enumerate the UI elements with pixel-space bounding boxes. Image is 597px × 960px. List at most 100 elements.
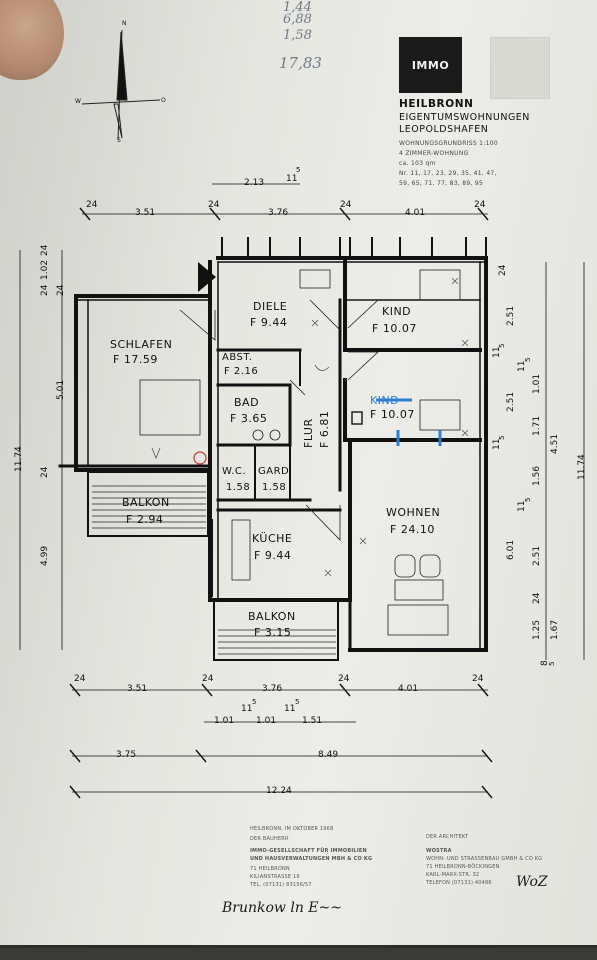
room-balkon1-area: F 2.94 xyxy=(126,513,164,526)
dim-right-o: 5 xyxy=(524,497,532,502)
doors-and-fixtures xyxy=(139,269,461,636)
compass-west: W xyxy=(75,98,81,105)
footer-bauherr-label: DER BAUHERR xyxy=(250,836,289,842)
dim-left-f: 24 xyxy=(40,466,50,478)
dim-bottom-l1: 3.75 xyxy=(116,750,137,760)
dim-left-c: 24 xyxy=(40,244,50,256)
handwritten-note-2: 6,88 xyxy=(283,12,312,27)
footer-bauherr-1: IMMO-GESELLSCHAFT FÜR IMMOBILIEN xyxy=(250,848,367,854)
dim-right-j: 4.51 xyxy=(550,433,560,454)
dim-bottom-d: 3.76 xyxy=(262,684,283,694)
walls xyxy=(58,237,488,661)
dim-bottom-a: 24 xyxy=(74,674,86,684)
dim-bottom-s3: 1.51 xyxy=(302,716,323,726)
dim-bottom-s2: 1.01 xyxy=(256,716,277,726)
dim-right-r: 24 xyxy=(532,592,542,604)
footer-arch-5: TELEFON (07131) 40486 xyxy=(426,880,492,886)
unit-numbers-1: Nr. 11, 17, 23, 29, 35, 41, 47, xyxy=(399,170,497,177)
footer-bauherr-2: UND HAUSVERWALTUNGEN MBH & CO KG xyxy=(250,856,373,862)
dim-bottom-s4: 11 xyxy=(241,704,253,714)
room-gard-area: 1.58 xyxy=(262,482,287,493)
dim-right-v: 5 xyxy=(548,661,556,666)
room-kueche-area: F 9.44 xyxy=(254,549,292,562)
room-abst-area: F 2.16 xyxy=(224,366,259,377)
blue-annotations xyxy=(376,398,442,446)
room-diele-area: F 9.44 xyxy=(250,316,288,329)
dim-right-c: 11 xyxy=(492,346,502,358)
room-wc-area: 1.58 xyxy=(226,482,251,493)
dim-right-l: 5 xyxy=(498,435,506,440)
balcony-hatching xyxy=(92,485,336,655)
apartment-area: ca. 103 qm xyxy=(399,160,436,167)
dim-bottom-g: 24 xyxy=(472,674,484,684)
dim-right-e: 2.51 xyxy=(506,391,516,412)
unit-numbers-2: 59, 65, 71, 77, 83, 89, 95 xyxy=(399,180,484,187)
dim-right-s: 1.25 xyxy=(532,619,542,640)
subtitle: WOHNUNGSGRUNDRISS 1:100 xyxy=(399,140,498,147)
company-name: HEILBRONN xyxy=(399,98,474,110)
dim-top-t1s: 5 xyxy=(296,166,301,174)
footer-arch-4: KARL-MARX-STR. 32 xyxy=(426,872,480,878)
footer-date: HEILBRONN, IM OKTOBER 1968 xyxy=(250,826,334,832)
room-flur-name: FLUR xyxy=(302,418,315,448)
dim-right-total: 11.74 xyxy=(577,454,587,480)
dim-left-b: 1.02 xyxy=(40,259,50,280)
footer-arch-1: WOSTRA xyxy=(426,848,452,854)
footer-bauherr-5: TEL. (07131) 83156/57 xyxy=(250,882,312,888)
dim-right-t: 1.67 xyxy=(550,619,560,640)
dim-bottom-s6: 5 xyxy=(252,698,257,706)
dim-right-i: 1.71 xyxy=(532,415,542,436)
title-line-2: LEOPOLDSHAFEN xyxy=(399,124,489,135)
dim-right-m: 1.56 xyxy=(532,465,542,486)
dim-bottom-s7: 5 xyxy=(295,698,300,706)
architect-mark: WoZ xyxy=(516,874,548,890)
title-line-1: EIGENTUMSWOHNUNGEN xyxy=(399,112,530,123)
room-schlafen-area: F 17.59 xyxy=(113,353,158,366)
footer-bauherr-3: 71 HEILBRONN xyxy=(250,866,290,872)
handwritten-note-3: 1,58 xyxy=(283,28,312,43)
footer-arch-2: WOHN- UND STRASSENBAU GMBH & CO KG xyxy=(426,856,543,862)
dim-left-a: 24 xyxy=(40,284,50,296)
dim-top-t1: 2.13 xyxy=(244,178,265,188)
dim-bottom-f: 4.01 xyxy=(398,684,419,694)
dim-bottom-e: 24 xyxy=(338,674,350,684)
dim-right-a: 24 xyxy=(498,264,508,276)
footer-arch-3: 71 HEILBRONN-BÖCKINGEN xyxy=(426,864,500,870)
dim-right-d: 5 xyxy=(498,343,506,348)
handwritten-note-4: 17,83 xyxy=(279,54,322,72)
dim-top-c: 24 xyxy=(208,200,220,210)
dim-top-t2: 11 xyxy=(286,174,298,184)
room-balkon2-area: F 3.15 xyxy=(254,626,292,639)
room-abst-name: ABST. xyxy=(222,352,253,363)
dim-left-e: 5.01 xyxy=(56,379,66,400)
compass-east: O xyxy=(161,97,166,104)
room-bad-name: BAD xyxy=(234,396,260,409)
room-gard-name: GARD xyxy=(258,466,290,477)
dim-left-d: 24 xyxy=(56,284,66,296)
dim-bottom-s5: 11 xyxy=(284,704,296,714)
faded-logo xyxy=(490,37,550,99)
dim-top-b: 3.51 xyxy=(135,208,156,218)
apartment-type: 4 ZIMMER-WOHNUNG xyxy=(399,150,469,157)
dim-right-q: 2.51 xyxy=(532,545,542,566)
dim-bottom-c: 24 xyxy=(202,674,214,684)
room-balkon1-name: BALKON xyxy=(122,496,170,509)
dim-bottom-l2: 8.49 xyxy=(318,750,339,760)
room-kind1-name: KIND xyxy=(382,305,412,318)
room-wohnen-area: F 24.10 xyxy=(390,523,435,536)
room-wc-name: W.C. xyxy=(222,466,247,477)
footer-bauherr-4: KILIANSTRASSE 19 xyxy=(250,874,300,880)
dim-top-a: 24 xyxy=(86,200,98,210)
compass-rose xyxy=(81,29,161,141)
pencil-marks xyxy=(151,277,469,577)
dim-right-g: 11 xyxy=(517,360,527,372)
red-mark xyxy=(193,451,207,465)
room-flur-area: F 6.81 xyxy=(318,410,331,448)
dim-right-k: 11 xyxy=(492,438,502,450)
dim-top-g: 24 xyxy=(474,200,486,210)
room-bad-area: F 3.65 xyxy=(230,412,268,425)
room-kind1-area: F 10.07 xyxy=(372,322,417,335)
room-balkon2-name: BALKON xyxy=(248,610,296,623)
immo-logo: IMMO xyxy=(399,37,462,93)
